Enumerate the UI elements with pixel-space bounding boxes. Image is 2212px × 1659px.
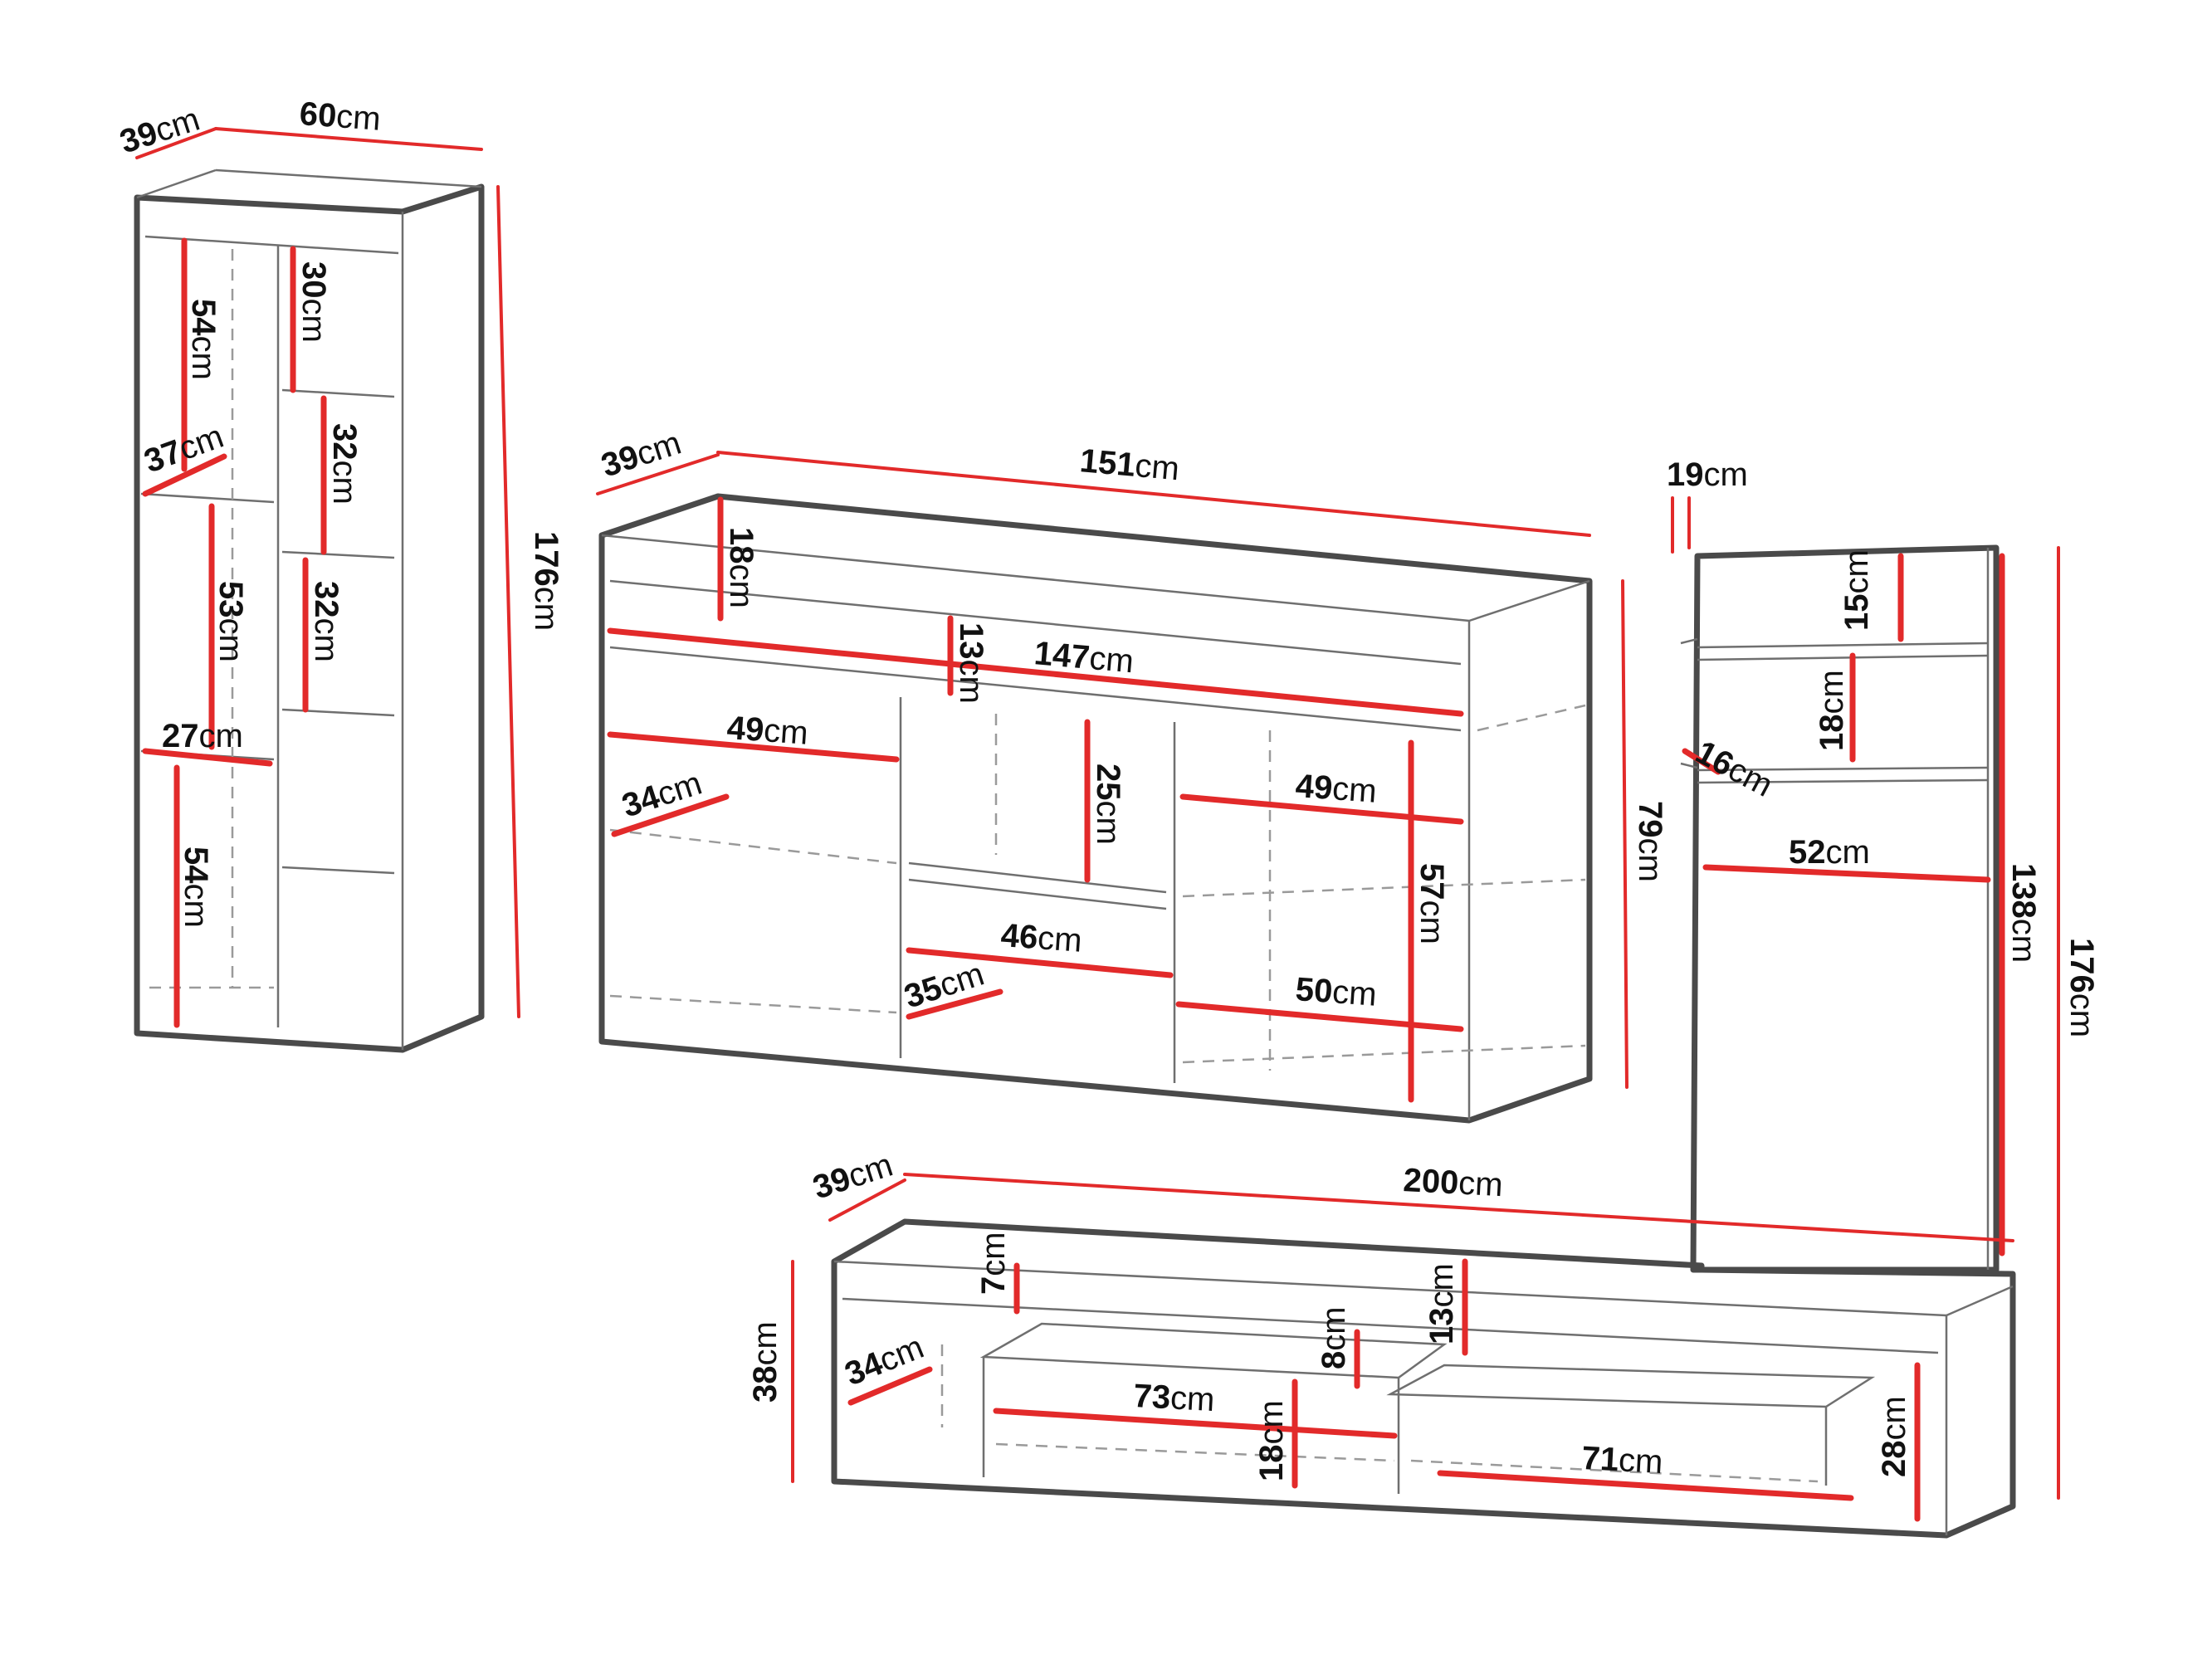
sideboard-top-gap-label: 18cm — [723, 527, 759, 608]
bookcase-left-low-depth-label: 27cm — [162, 718, 243, 754]
wall-shelf: 19cm 15cm 18cm 16cm 52cm 138cm 176cm — [1667, 456, 2100, 1500]
bookcase-left-mid-label: 53cm — [212, 581, 249, 662]
tv-stand-left-depth-label: 34cm — [840, 1329, 929, 1393]
bookcase-right-second-label: 32cm — [326, 423, 363, 505]
tv-stand-top-gap-label: 7cm — [975, 1232, 1012, 1295]
tv-stand: 39cm 200cm 38cm 7cm 34cm 8cm 13cm 73cm 1… — [747, 1146, 2016, 1539]
sideboard-left-width-label: 49cm — [725, 710, 809, 752]
wall-shelf-panel-height-label: 138cm — [2005, 863, 2042, 963]
sideboard-mid-upper-label: 25cm — [1090, 764, 1126, 845]
sideboard-inner-width-label: 147cm — [1033, 635, 1135, 680]
tv-stand-right-height-label: 28cm — [1876, 1396, 1912, 1477]
tv-stand-depth-label: 39cm — [808, 1146, 897, 1206]
wall-shelf-width-label: 52cm — [1789, 834, 1870, 871]
sideboard-depth-label: 39cm — [597, 424, 686, 484]
tv-stand-height-label: 38cm — [747, 1321, 784, 1403]
wall-shelf-top-shelf-label: 15cm — [1838, 549, 1875, 631]
tv-stand-right-width-label: 71cm — [1581, 1440, 1664, 1481]
wall-shelf-mid-shelf-label: 18cm — [1814, 670, 1850, 751]
sideboard-right-height-label: 57cm — [1414, 863, 1450, 944]
tv-stand-width-label: 200cm — [1403, 1162, 1504, 1203]
bookcase-right-third-label: 32cm — [308, 581, 344, 662]
sideboard-top-shelf-label: 13cm — [953, 622, 989, 704]
wall-shelf-total-height-label: 176cm — [2063, 938, 2100, 1037]
bookcase: 39cm 60cm 176cm 54cm 37cm 53cm 27cm 54cm… — [115, 95, 564, 1053]
wall-shelf-depth-label: 19cm — [1667, 456, 1748, 493]
bookcase-left-bottom-label: 54cm — [178, 847, 214, 928]
sideboard-mid-width-label: 46cm — [999, 917, 1083, 959]
sideboard-width-label: 151cm — [1078, 442, 1180, 487]
tv-stand-drawer-gap-label: 8cm — [1316, 1306, 1352, 1369]
bookcase-height-label: 176cm — [528, 531, 564, 631]
bookcase-width-label: 60cm — [298, 95, 382, 138]
sideboard: 39cm 151cm 79cm 18cm 147cm 13cm 49cm 34c… — [596, 424, 1668, 1124]
sideboard-right-width-label: 49cm — [1294, 768, 1378, 810]
sideboard-height-label: 79cm — [1632, 801, 1668, 882]
bookcase-depth-label: 39cm — [115, 100, 204, 160]
sideboard-right-bottom-label: 50cm — [1294, 971, 1378, 1013]
tv-stand-right-top-label: 13cm — [1423, 1263, 1460, 1344]
bookcase-left-top-label: 54cm — [185, 299, 222, 380]
tv-stand-drawer-height-label: 18cm — [1253, 1400, 1290, 1481]
bookcase-right-top-label: 30cm — [295, 261, 332, 343]
wall-shelf-depth-16-label: 16cm — [1690, 734, 1779, 804]
tv-stand-drawer-width-label: 73cm — [1133, 1378, 1216, 1418]
sideboard-left-depth-label: 34cm — [618, 764, 706, 824]
